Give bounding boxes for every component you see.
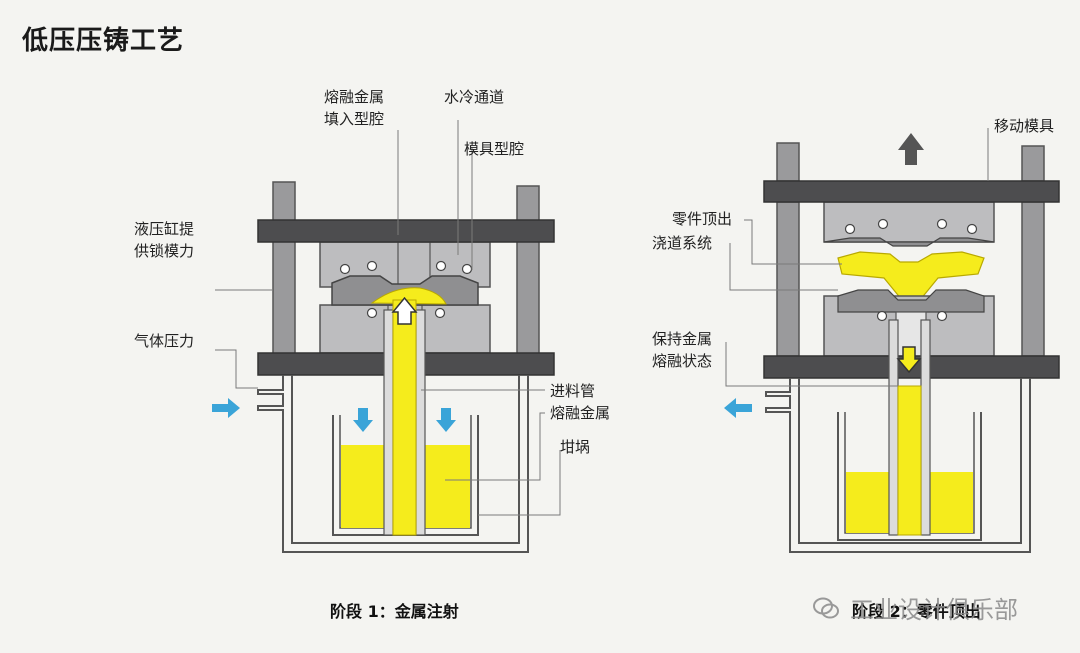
stage2-gas-release-arrow [724,398,752,418]
stage2-feed-tube-right [920,319,931,536]
stage2-ejection-label: 零件顶出 [672,210,733,228]
stage2-upper-mold [823,201,995,243]
stage1-hydraulic-label: 液压缸提 供锁模力 [134,220,195,260]
stage2-leaders [725,128,989,387]
stage2-machine [724,133,1060,553]
stage1-cooling-hole [366,307,378,319]
stage2-ejected-part [837,251,985,301]
wechat-icon [813,597,839,618]
stage1-feed-metal [392,299,417,536]
stage1-cooling-hole [434,307,446,319]
stage2-feed-metal [897,385,922,536]
stage1-cooling-hole [339,263,351,275]
stage2-cooling-hole [936,310,948,322]
stage1-cavity-label: 模具型腔 [464,140,525,158]
stage1-caption: 阶段 1：金属注射 [330,602,459,621]
stage2-cooling-hole [936,218,948,230]
stage1-pressure-arrow-right [436,408,456,432]
stage1-cavity-metal [370,287,447,305]
stage2-move-up-arrow [898,133,924,165]
stage2-pillar-left-top [776,142,800,182]
stage2-crucible [837,412,982,541]
stage1-machine [212,181,555,553]
page-title: 低压压铸工艺 [22,26,185,56]
stage2-pillar-right-top [1021,145,1045,182]
stage1-fill-label: 熔融金属 填入型腔 [324,88,385,128]
stage1-feed-tube-left [383,309,394,536]
stage1-pillar-right [516,240,540,356]
stage2-furnace [765,378,1031,553]
stage1-feed-tube-label: 进料管 [550,382,596,400]
stage1-feed-tube-right [415,309,426,536]
watermark-text: 工业设计俱乐部 [850,596,1018,624]
stage1-gas-arrow [212,398,240,418]
stage1-top-plate [257,219,555,243]
stage1-cooling-hole [435,260,447,272]
stage2-cooling-hole [844,223,856,235]
stage2-pillar-left [776,201,800,357]
stage1-cooling-hole [461,263,473,275]
stage2-runner-label: 浇道系统 [652,234,713,252]
stage1-pillar-right-top [516,185,540,223]
stage1-up-arrow [391,296,418,325]
stage1-cooling-hole [366,260,378,272]
stage1-furnace [257,375,529,553]
stage2-top-plate [763,180,1060,203]
stage1-crucible-label: 坩埚 [560,438,591,456]
stage1-molten-label: 熔融金属 [550,404,611,422]
stage1-pressure-arrow-left [353,408,373,432]
stage2-cooling-hole [966,223,978,235]
stage2-cooling-hole [876,310,888,322]
stage1-cooling-label: 水冷通道 [444,88,505,106]
stage2-cooling-hole [877,218,889,230]
stage2-down-arrow [896,346,922,374]
stage2-caption: 阶段 2：零件顶出 [852,602,981,621]
stage1-pillar-left-top [272,181,296,223]
stage1-pillar-left [272,240,296,356]
stage2-moving-label: 移动模具 [994,117,1055,135]
stage1-gas-label: 气体压力 [134,332,195,350]
stage2-feed-tube-left [888,319,899,536]
watermark: 工业设计俱乐部 [812,590,1018,625]
stage2-keep-label: 保持金属 熔融状态 [652,330,713,370]
stage1-leaders [215,120,561,516]
stage2-pillar-right [1021,201,1045,357]
